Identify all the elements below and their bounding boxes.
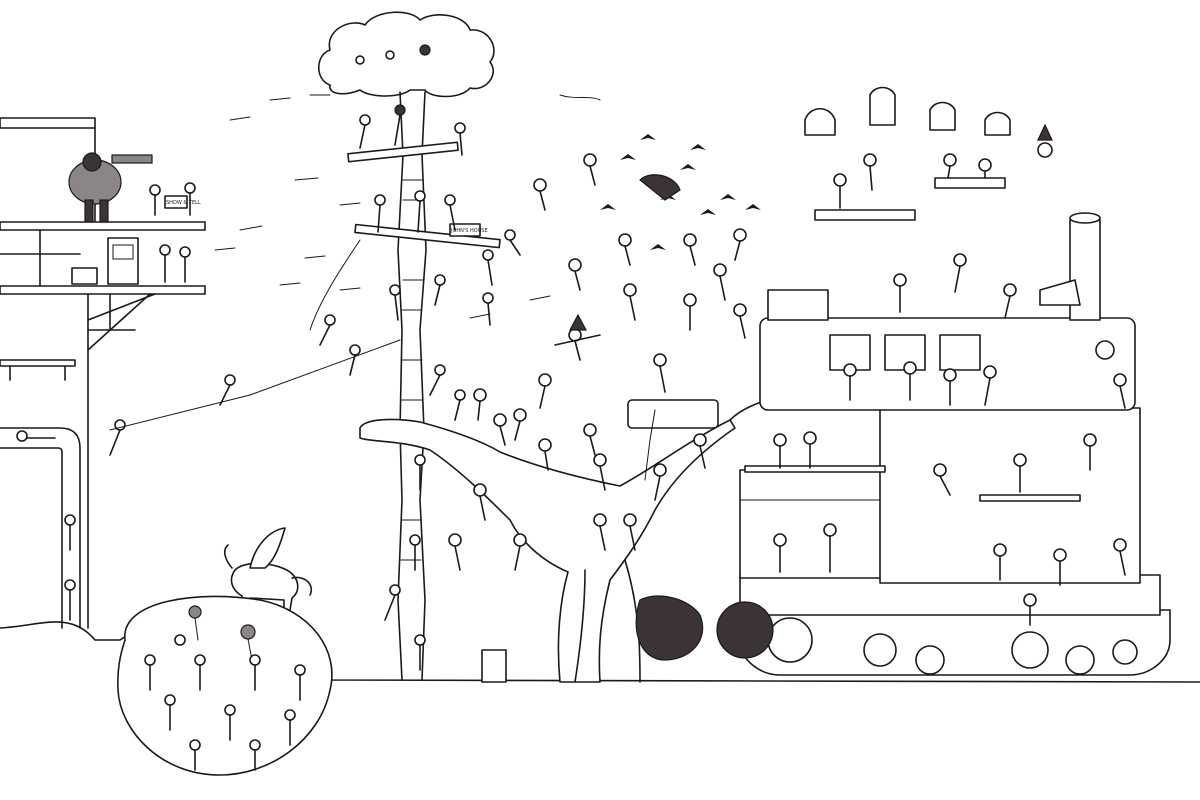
spiked-wheel — [716, 601, 774, 659]
tank-people — [773, 153, 1127, 626]
tank-icon — [627, 177, 1171, 676]
treehouse-icon: JOHN'S HOUSE — [309, 11, 501, 681]
left-building: SHOW & TELL — [0, 117, 206, 629]
falling-people — [448, 153, 747, 571]
arrow-icon — [109, 94, 551, 431]
ghost-figures — [804, 86, 1053, 158]
balloon-pocket — [117, 595, 333, 776]
left-building-people — [16, 182, 196, 621]
middle-floor — [0, 285, 206, 295]
tree-stump — [481, 649, 507, 683]
house-sign: JOHN'S HOUSE — [450, 228, 488, 234]
tree-canopy — [317, 11, 495, 98]
building-roof — [0, 117, 96, 129]
crow-icon — [600, 134, 761, 250]
shop-sign: SHOW & TELL — [166, 200, 201, 206]
upper-floor — [0, 221, 206, 231]
tree-people — [219, 104, 521, 671]
